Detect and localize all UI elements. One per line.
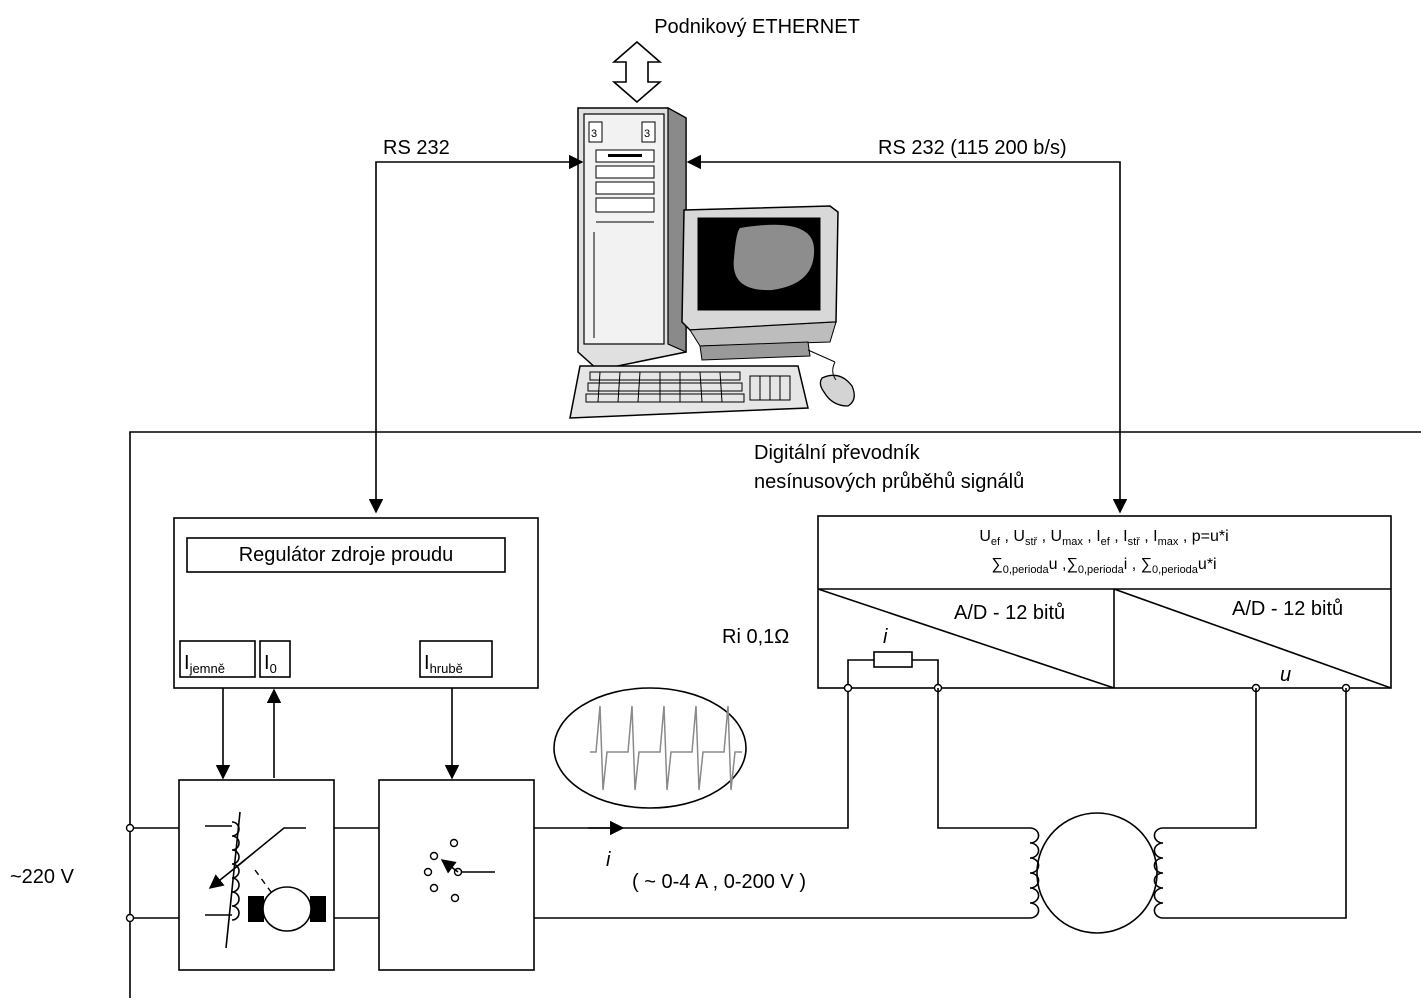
voltage-u-label: u	[1280, 664, 1291, 686]
converter-label-line2: nesínusových průběhů signálů	[754, 471, 1024, 493]
mains-voltage-label: ~220 V	[10, 866, 75, 888]
ethernet-double-arrow-icon	[611, 40, 663, 104]
range-label: ( ~ 0-4 A , 0-200 V )	[632, 871, 806, 893]
formula2-term: i , ∑	[1124, 556, 1152, 573]
motor-load-icon	[1029, 812, 1164, 934]
formula2-subscript: 0,perioda	[1152, 564, 1199, 576]
ad-right-label: A/D - 12 bitů	[1232, 598, 1343, 620]
formula1-subscript: ef	[991, 536, 1001, 548]
rs232-left-link	[368, 154, 584, 514]
formula-line1: Uef​ , Ustř​ , Umax​ , Ief​ , Istř​ , Im…	[979, 528, 1228, 548]
i-zero-input	[259, 640, 291, 678]
rs232-right-label: RS 232 (115 200 b/s)	[878, 137, 1067, 159]
output-line-top	[534, 688, 849, 829]
formula2-subscript: 0,perioda	[1078, 564, 1125, 576]
ri-label: Ri 0,1Ω	[722, 626, 789, 648]
regulator-title: Regulátor zdroje proudu	[239, 544, 454, 566]
formula1-subscript: max	[1158, 536, 1179, 548]
formula1-term: , U	[1037, 528, 1062, 545]
formula1-subscript: max	[1062, 536, 1083, 548]
i-fine-input	[179, 640, 256, 678]
load-line-2	[1163, 688, 1257, 829]
load-line-3	[1163, 688, 1347, 919]
converter-box: Uef​ , Ustř​ , Umax​ , Ief​ , Istř​ , Im…	[817, 515, 1392, 689]
regulator-box: Regulátor zdroje proudu Ijemně I0 Ihrubě	[173, 517, 539, 689]
formula1-subscript: stř	[1128, 536, 1141, 548]
formula-line2: ∑0,perioda​u ,∑0,perioda​i , ∑0,perioda​…	[991, 556, 1216, 576]
svg-text:3: 3	[644, 128, 650, 140]
svg-text:3: 3	[591, 128, 597, 140]
i-zero-label: I0	[264, 652, 277, 676]
i-coarse-label: Ihrubě	[424, 652, 463, 676]
converter-label-line1: Digitální převodník	[754, 442, 921, 464]
formula1-term: , I	[1140, 528, 1158, 545]
formula2-subscript: 0,perioda	[1003, 564, 1050, 576]
range-selector-block	[378, 779, 535, 971]
waveform-oscillogram	[553, 687, 747, 809]
formula1-subscript: stř	[1025, 536, 1038, 548]
formula1-term: , U	[1000, 528, 1025, 545]
formula1-term: U	[979, 528, 991, 545]
ad-left-label: A/D - 12 bitů	[954, 602, 1065, 624]
formula1-term: , I	[1083, 528, 1101, 545]
i-fine-label: Ijemně	[184, 652, 225, 676]
pc-workstation-icon: 3 3	[569, 106, 855, 419]
boundary-line	[129, 431, 1421, 998]
formula2-term: u ,∑	[1049, 556, 1078, 573]
formula1-term: , I	[1110, 528, 1128, 545]
current-i-label: i	[883, 626, 888, 648]
formula2-term: ∑	[991, 556, 1002, 573]
formula2-term: u*i	[1198, 556, 1217, 573]
rs232-left-label: RS 232	[383, 137, 450, 159]
variac-block	[178, 779, 335, 971]
formula1-term: , p=u*i	[1178, 528, 1228, 545]
rs232-right-link	[686, 154, 1128, 514]
shunt-resistor	[873, 651, 913, 668]
current-i-output-label: i	[606, 849, 611, 871]
load-line-1	[937, 688, 1030, 829]
i-coarse-input	[419, 640, 493, 678]
ethernet-label: Podnikový ETHERNET	[654, 16, 860, 38]
formula1-subscript: ef	[1101, 536, 1111, 548]
